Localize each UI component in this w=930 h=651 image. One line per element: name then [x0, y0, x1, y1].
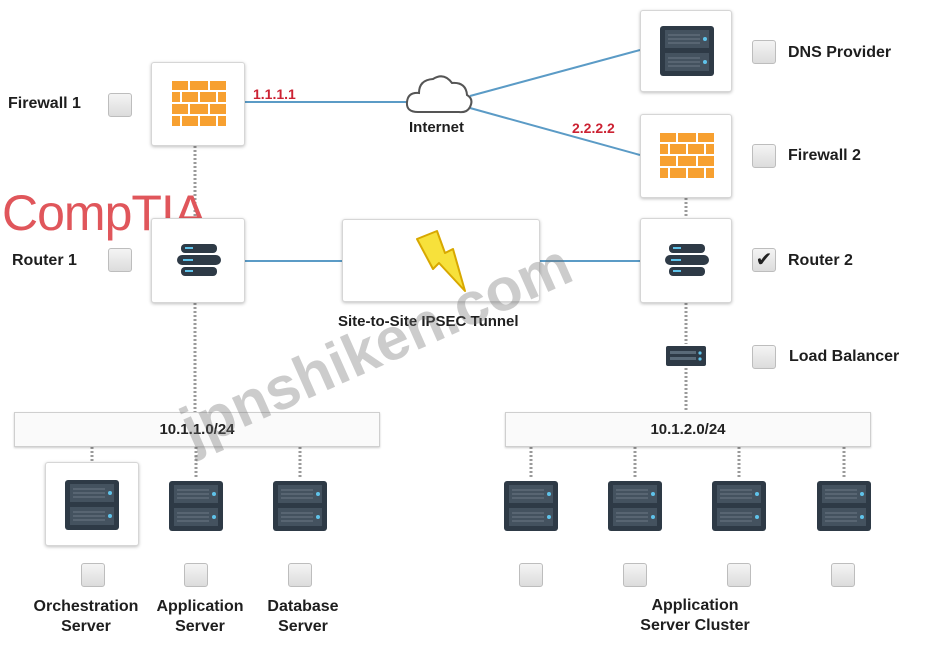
router1-label: Router 1: [12, 252, 77, 269]
firewall1-checkbox[interactable]: [108, 93, 132, 117]
cluster-server2-checkbox[interactable]: [623, 563, 647, 587]
application-label-line2: Server: [175, 618, 225, 635]
server-icon[interactable]: [504, 481, 558, 531]
application-server-label: Application Server: [146, 597, 254, 637]
database-server-checkbox[interactable]: [288, 563, 312, 587]
tunnel-box[interactable]: [342, 219, 540, 302]
link-internet-dns: [469, 49, 641, 97]
router1-box[interactable]: [151, 218, 245, 303]
cluster-label: Application Server Cluster: [620, 596, 770, 636]
server-icon: [660, 26, 714, 76]
server-icon: [65, 480, 119, 530]
database-server-label: Database Server: [250, 597, 356, 637]
cluster-server4-checkbox[interactable]: [831, 563, 855, 587]
tunnel-label: Site-to-Site IPSEC Tunnel: [338, 313, 519, 330]
server-icon[interactable]: [608, 481, 662, 531]
checkmark-icon: ✔: [755, 249, 773, 271]
cluster-label-line1: Application: [651, 597, 739, 614]
cluster-label-line2: Server Cluster: [640, 617, 750, 634]
router-icon: [177, 244, 221, 276]
subnet-left: 10.1.1.0/24: [14, 412, 380, 447]
application-server-checkbox[interactable]: [184, 563, 208, 587]
cluster-server3-checkbox[interactable]: [727, 563, 751, 587]
load-balancer-label: Load Balancer: [789, 348, 900, 365]
orchestration-server-box[interactable]: [45, 462, 139, 546]
router2-box[interactable]: [640, 218, 732, 303]
orchestration-label-line1: Orchestration: [33, 598, 139, 615]
dns-label: DNS Provider: [788, 44, 892, 61]
router1-checkbox[interactable]: [108, 248, 132, 272]
internet-label: Internet: [409, 119, 465, 136]
load-balancer-icon[interactable]: [666, 344, 706, 368]
router2-checkbox[interactable]: ✔: [752, 248, 776, 272]
application-label-line1: Application: [156, 598, 244, 615]
server-icon[interactable]: [817, 481, 871, 531]
lightning-icon: [416, 230, 466, 292]
load-balancer-checkbox[interactable]: [752, 345, 776, 369]
firewall1-box[interactable]: [151, 62, 245, 146]
subnet-right: 10.1.2.0/24: [505, 412, 871, 447]
router2-label: Router 2: [788, 252, 853, 269]
server-icon[interactable]: [169, 481, 223, 531]
orchestration-label-line2: Server: [61, 618, 111, 635]
cloud-icon[interactable]: [404, 70, 474, 116]
cluster-server1-checkbox[interactable]: [519, 563, 543, 587]
firewall1-ip: 1.1.1.1: [253, 86, 296, 102]
link-internet-firewall2: [469, 107, 641, 156]
firewall2-label: Firewall 2: [788, 147, 861, 164]
firewall2-box[interactable]: [640, 114, 732, 198]
dns-checkbox[interactable]: [752, 40, 776, 64]
router-icon: [665, 244, 709, 276]
orchestration-server-checkbox[interactable]: [81, 563, 105, 587]
firewall1-label: Firewall 1: [8, 95, 81, 112]
server-icon[interactable]: [273, 481, 327, 531]
database-label-line1: Database: [267, 598, 339, 615]
dns-box[interactable]: [640, 10, 732, 92]
server-icon[interactable]: [712, 481, 766, 531]
database-label-line2: Server: [278, 618, 328, 635]
firewall-icon: [658, 131, 716, 180]
firewall-icon: [170, 79, 228, 128]
firewall2-checkbox[interactable]: [752, 144, 776, 168]
firewall2-ip: 2.2.2.2: [572, 120, 615, 136]
orchestration-server-label: Orchestration Server: [22, 597, 150, 637]
